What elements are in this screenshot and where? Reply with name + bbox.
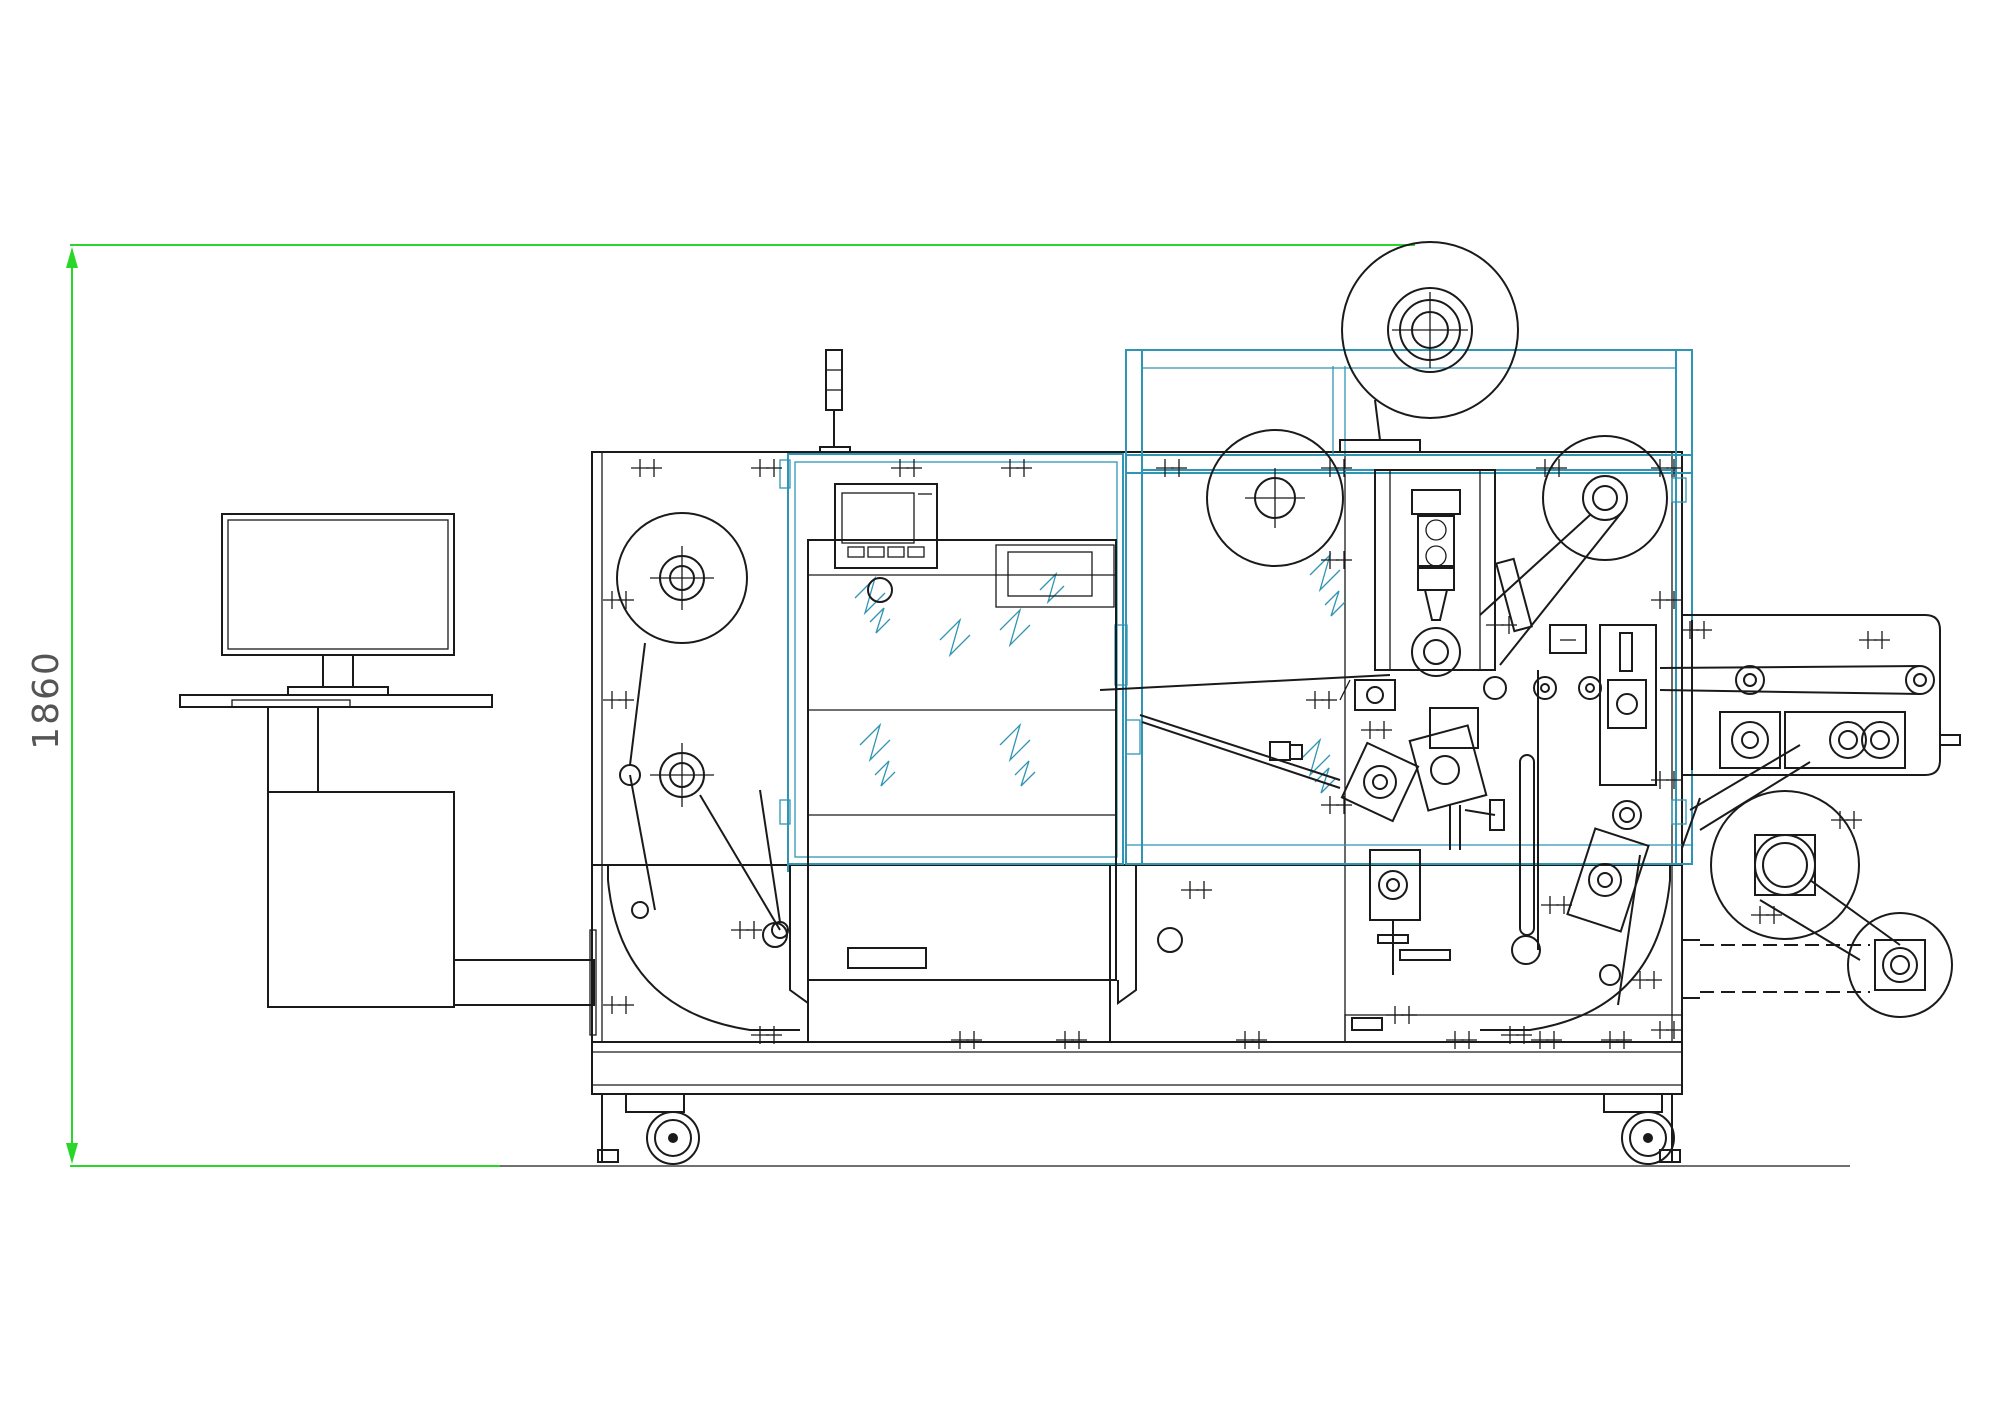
fastener-crosshair <box>1446 1031 1477 1049</box>
operator-monitor-station <box>179 513 595 1008</box>
fastener-crosshair <box>1181 881 1212 899</box>
hmi-touch-panel <box>834 483 938 569</box>
fastener-crosshair <box>1156 459 1187 477</box>
fastener-crosshair <box>1501 1026 1532 1044</box>
fastener-crosshair <box>1386 1006 1417 1024</box>
output-conveyor <box>1659 614 1961 1018</box>
fastener-crosshair <box>1486 616 1517 634</box>
fastener-crosshair <box>1651 591 1682 609</box>
fastener-crosshair <box>1681 621 1712 639</box>
feed-rollers <box>1483 624 1657 986</box>
unwind-reel-upper <box>616 512 748 644</box>
fastener-crosshair <box>731 921 762 939</box>
unwind-reel-lower <box>619 642 789 939</box>
fastener-crosshair <box>1651 459 1682 477</box>
fastener-crosshair <box>1321 796 1352 814</box>
fastener-crosshair <box>603 591 634 609</box>
fastener-crosshair <box>1306 691 1337 709</box>
casters <box>597 1093 1681 1165</box>
fastener-crosshair <box>1001 459 1032 477</box>
tension-arm-assembly <box>1099 674 1505 850</box>
signal-tower-lamp <box>819 349 851 454</box>
fastener-crosshair <box>751 459 782 477</box>
main-machine-frame <box>589 451 1683 1095</box>
fastener-crosshair <box>1651 771 1682 789</box>
height-dimension-label: 1860 <box>26 650 67 750</box>
fastener-crosshair <box>1531 1031 1562 1049</box>
fastener-crosshair <box>1831 811 1862 829</box>
film-reel-right <box>1479 435 1668 666</box>
height-dimension: 1860 <box>26 244 1415 1167</box>
fastener-crosshair <box>1236 1031 1267 1049</box>
fastener-crosshair <box>891 459 922 477</box>
sealing-station <box>1339 469 1496 711</box>
fastener-crosshair <box>603 691 634 709</box>
fastener-crosshair <box>1321 551 1352 569</box>
fastener-crosshair <box>1601 1031 1632 1049</box>
fastener-crosshair <box>1361 721 1392 739</box>
center-cabinet <box>762 539 1183 1005</box>
lower-press-unit <box>1351 827 1650 1031</box>
fastener-crosshair <box>603 996 634 1014</box>
fastener-crosshair <box>1536 459 1567 477</box>
film-reel-top <box>1339 241 1519 453</box>
fastener-crosshair <box>951 1031 982 1049</box>
fastener-crosshair <box>1056 1031 1087 1049</box>
fastener-crosshair <box>1541 896 1572 914</box>
fastener-crosshair <box>1321 459 1352 477</box>
fastener-crosshair <box>631 459 662 477</box>
fastener-crosshair <box>1651 1021 1682 1039</box>
film-reel-middle <box>1206 429 1344 567</box>
fastener-crosshair <box>1751 906 1782 924</box>
fastener-crosshair <box>1859 631 1890 649</box>
fastener-crosshairs <box>603 459 1890 1049</box>
fastener-crosshair <box>1631 971 1662 989</box>
fastener-crosshair <box>751 1026 782 1044</box>
